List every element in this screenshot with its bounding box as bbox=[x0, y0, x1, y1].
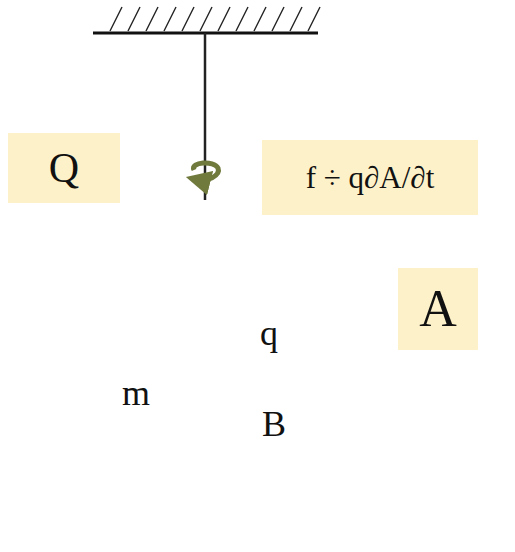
hatch-stroke bbox=[146, 7, 158, 31]
label-box: Q bbox=[8, 133, 120, 203]
suspension-string bbox=[204, 33, 207, 200]
hatch-stroke bbox=[128, 7, 140, 31]
symbol-label: B bbox=[262, 404, 286, 444]
hatch-stroke bbox=[110, 7, 122, 31]
disk-shadow bbox=[53, 230, 142, 250]
formula-box: f ÷ q∂A/∂t bbox=[262, 140, 478, 215]
hatch-stroke bbox=[164, 7, 176, 31]
hatch-stroke bbox=[308, 7, 320, 31]
hatch-stroke bbox=[200, 7, 212, 31]
hatch-stroke bbox=[236, 7, 248, 31]
hatch-stroke bbox=[290, 7, 302, 31]
symbol-label: A bbox=[419, 283, 457, 335]
disk-face bbox=[63, 235, 142, 250]
symbol-label: q bbox=[260, 313, 278, 353]
symbol-label: m bbox=[122, 373, 150, 413]
label-box: A bbox=[398, 268, 478, 350]
disk: q mB bbox=[30, 180, 382, 552]
symbol-label: Q bbox=[49, 147, 79, 189]
hatch-stroke bbox=[272, 7, 284, 31]
ceiling-hatching bbox=[110, 7, 320, 31]
hatch-stroke bbox=[254, 7, 266, 31]
symbol-label: f ÷ q∂A/∂t bbox=[306, 162, 435, 193]
hatch-stroke bbox=[182, 7, 194, 31]
twist-arrow bbox=[194, 163, 219, 180]
hatch-stroke bbox=[218, 7, 230, 31]
disk-rim bbox=[56, 232, 142, 250]
